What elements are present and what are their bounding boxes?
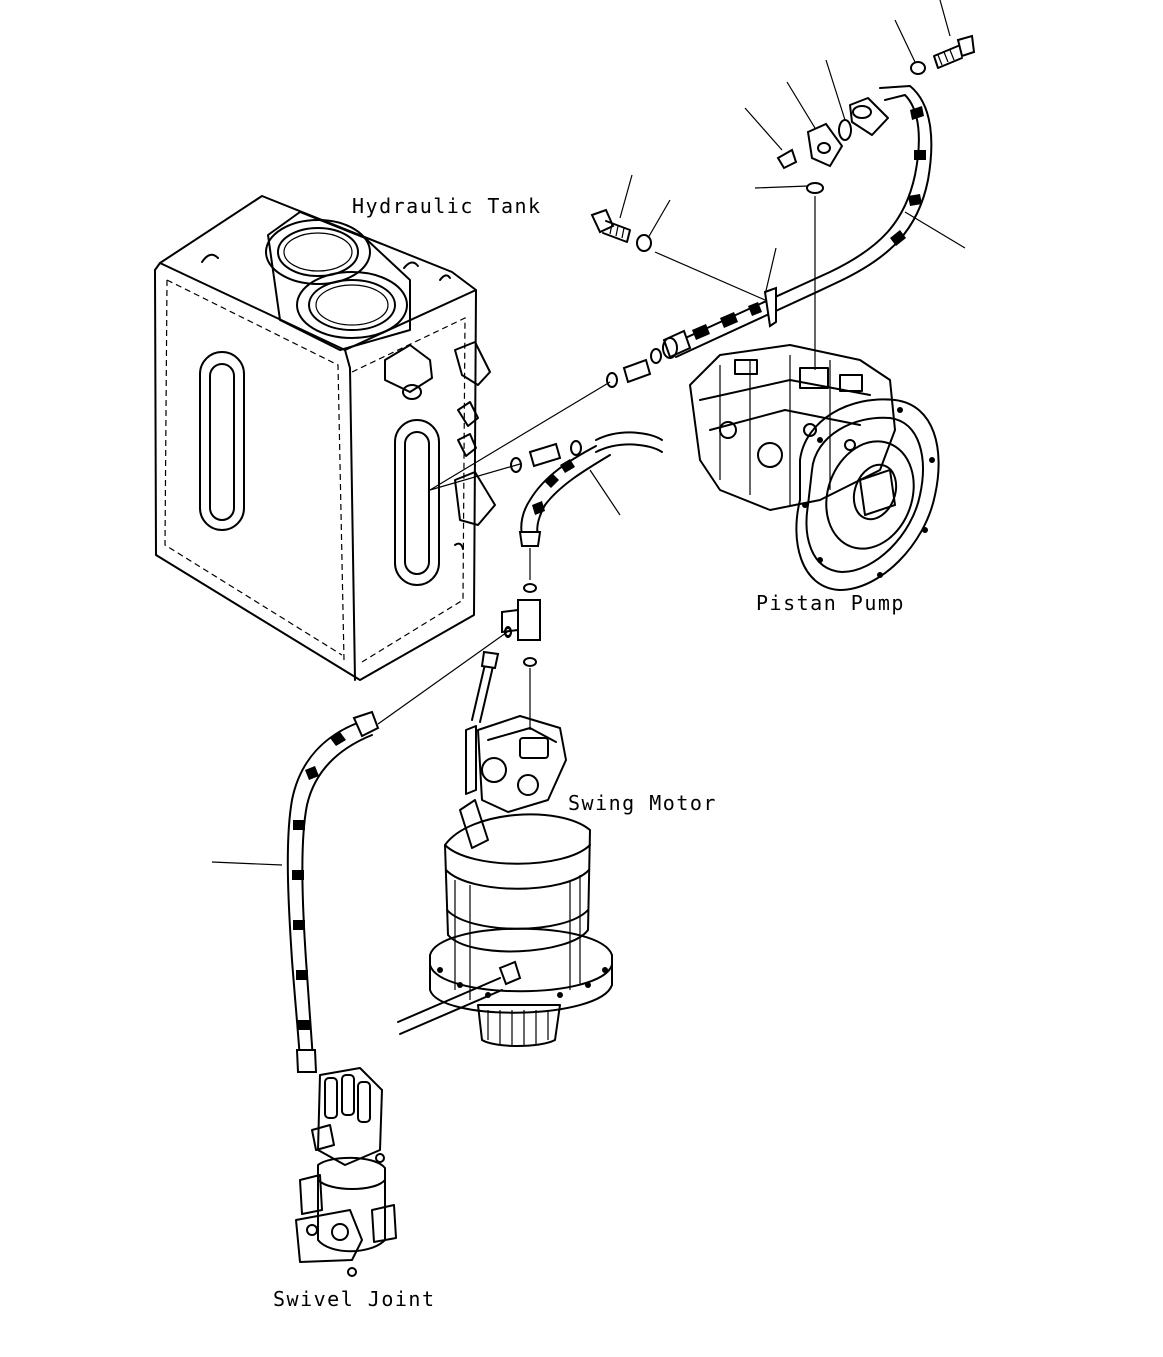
washer-icon xyxy=(636,234,652,252)
swivel-hose-icon xyxy=(286,629,511,1073)
piston-pump-icon xyxy=(689,344,940,591)
washer-icon-2 xyxy=(910,61,926,75)
drain-hose-icon xyxy=(518,431,663,547)
hydraulic-tank-label: Hydraulic Tank xyxy=(352,194,542,218)
leader-lines xyxy=(211,0,966,866)
bolt-icon xyxy=(590,208,631,243)
tank-fittings xyxy=(510,348,662,473)
o-ring-icon xyxy=(838,119,852,141)
swivel-joint-label: Swivel Joint xyxy=(273,1287,436,1311)
swing-motor-label: Swing Motor xyxy=(568,791,717,815)
piston-pump-label: Pistan Pump xyxy=(756,591,905,615)
clamp-icon xyxy=(776,148,798,170)
bolt-icon-2 xyxy=(933,34,976,69)
tee-fitting-icon xyxy=(501,548,541,730)
elbow-fitting-icon xyxy=(806,122,844,168)
hydraulic-tank-icon xyxy=(154,195,496,681)
swivel-joint-icon xyxy=(295,1067,397,1277)
pump-suction-hose-icon xyxy=(662,85,933,359)
swing-motor-icon xyxy=(397,715,613,1047)
o-ring-icon-2 xyxy=(806,182,824,194)
clamp-icon-2 xyxy=(763,286,777,328)
swing-drain-pipe xyxy=(471,626,512,723)
